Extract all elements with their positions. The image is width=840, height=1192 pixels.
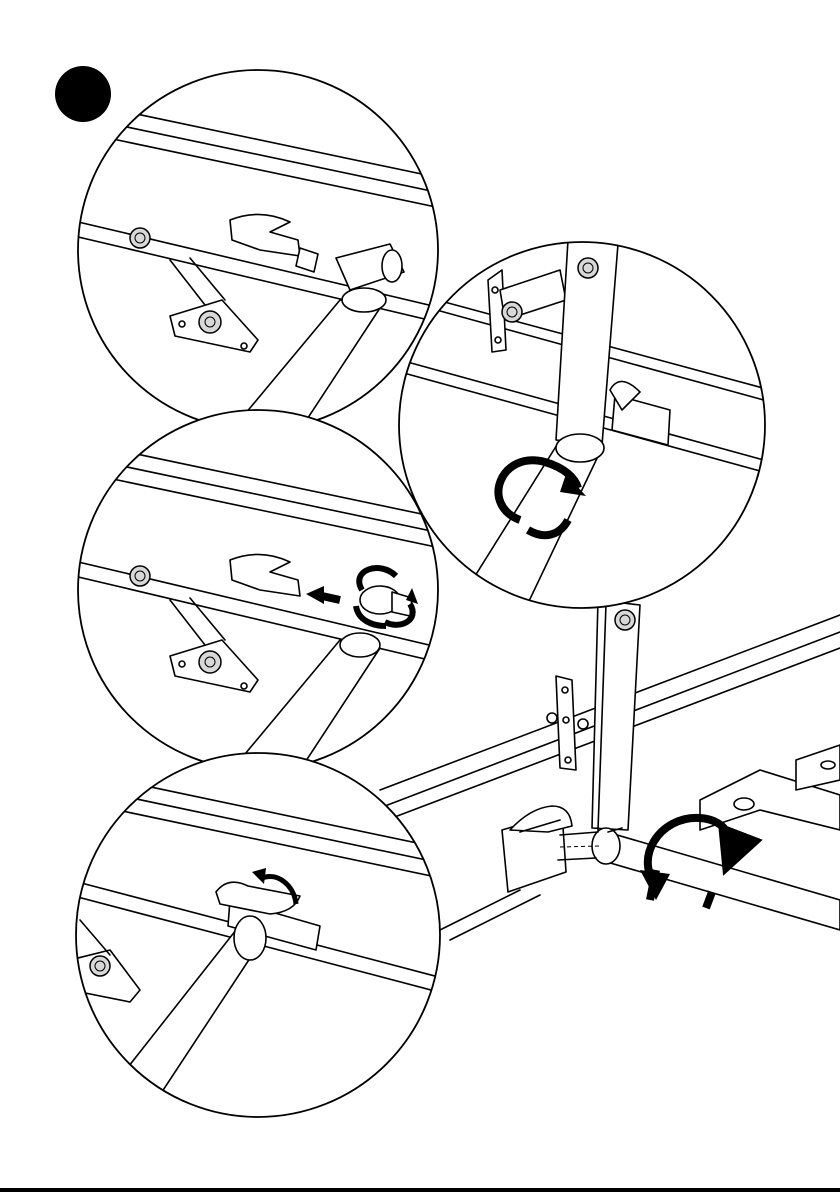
hex-nut <box>615 610 635 630</box>
detail-3 <box>70 410 450 770</box>
hex-nut <box>199 311 221 333</box>
hex-nut <box>502 302 522 322</box>
hex-nut <box>578 258 598 278</box>
detail-4 <box>70 753 450 1117</box>
main-frame-view <box>380 600 840 940</box>
hex-nut <box>199 651 221 673</box>
page-bottom-rule <box>0 1188 840 1192</box>
hex-nut <box>90 956 110 976</box>
step-number-badge <box>55 66 111 122</box>
hex-nut <box>130 566 150 586</box>
hex-nut <box>130 228 150 248</box>
detail-2 <box>399 240 800 620</box>
detail-1 <box>70 70 450 430</box>
